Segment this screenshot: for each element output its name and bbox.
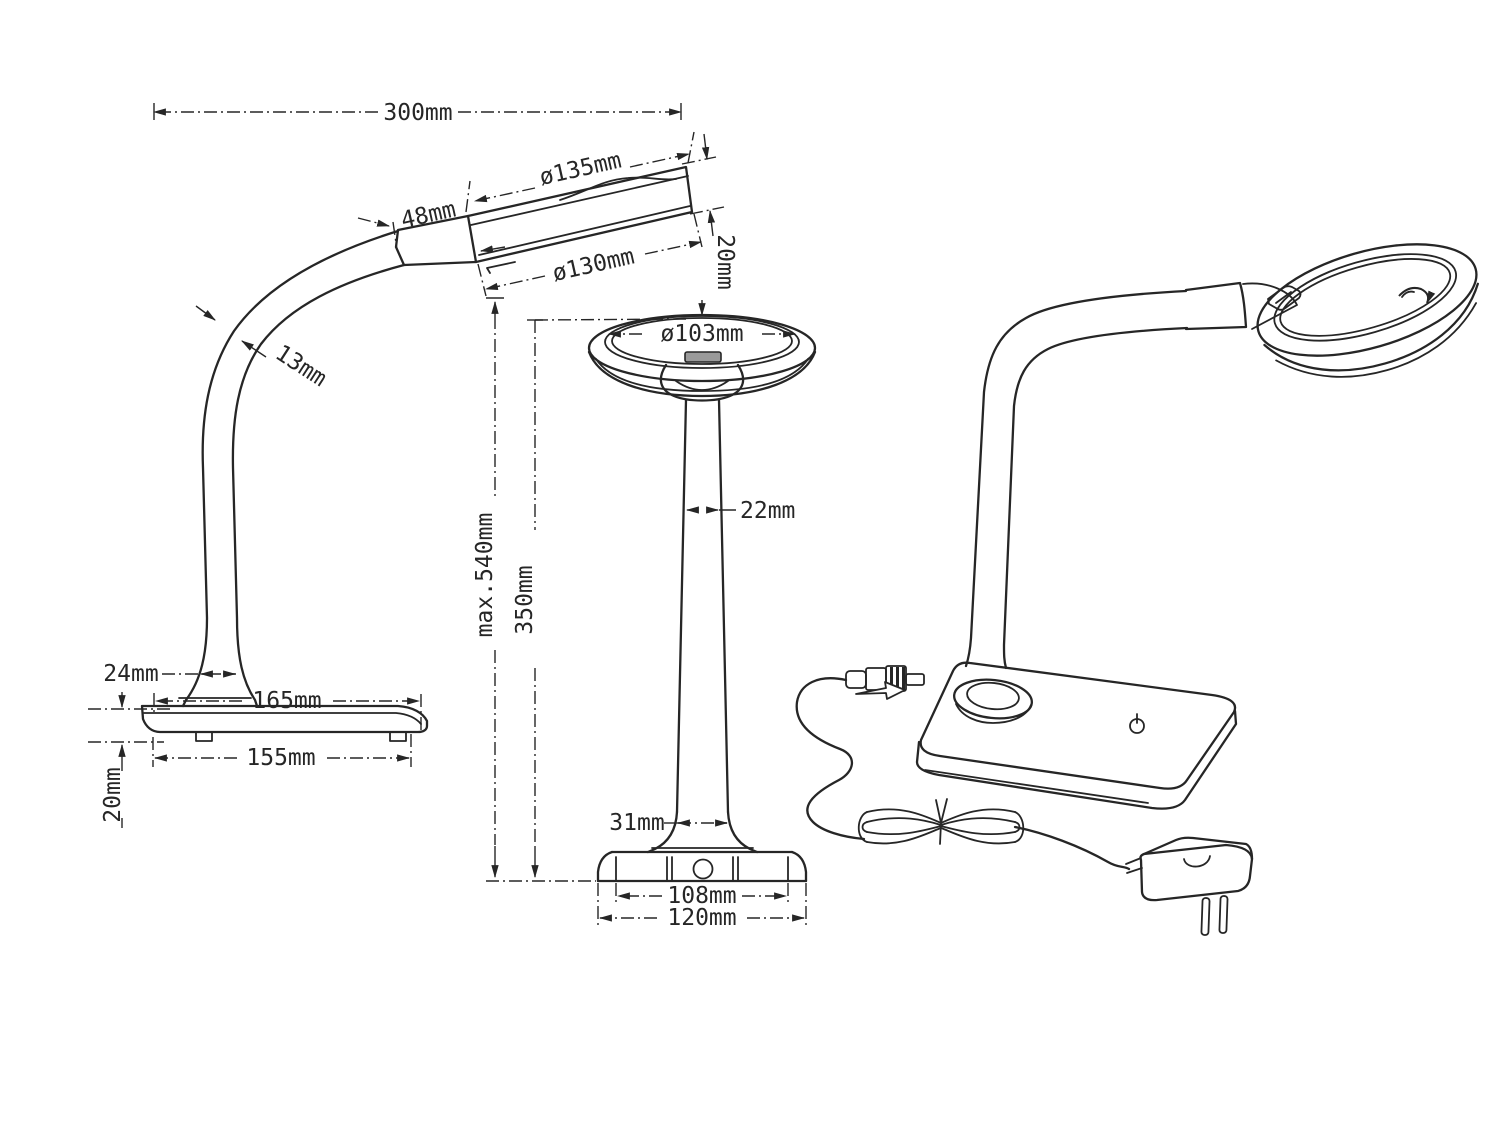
- touch-button-front: [692, 858, 714, 880]
- dim-base-inner-width-label: 108mm: [667, 883, 736, 909]
- dim-base-height-label: 20mm: [100, 767, 126, 822]
- gooseneck-side: [178, 229, 406, 708]
- dim-tube-diameter: 13mm: [195, 305, 332, 392]
- dim-stem-bottom-width-label: 31mm: [609, 810, 664, 836]
- dim-overall-length-label: 300mm: [383, 100, 452, 126]
- dim-max-height-label: max.540mm: [472, 513, 498, 638]
- lens-tab: [684, 351, 722, 363]
- dim-height-label: 350mm: [512, 565, 538, 634]
- dim-head-thickness: 20mm: [681, 133, 738, 290]
- perspective-view: [795, 243, 1479, 936]
- plug-pin: [1200, 897, 1211, 936]
- dim-base-bottom-length-label: 155mm: [246, 745, 315, 771]
- dim-lens-diameter: ø103mm: [607, 321, 797, 347]
- rotation-arrow-icon: [1398, 286, 1436, 304]
- dim-stem-width: 24mm: [103, 661, 237, 687]
- dim-base-top-length: 165mm: [153, 688, 422, 733]
- power-button-icon: [1129, 713, 1145, 734]
- dim-base-bottom-length: 155mm: [152, 734, 412, 771]
- dim-head-bottom-diameter: ø130mm: [477, 213, 703, 297]
- power-cable: [795, 677, 866, 841]
- lamp-head-perspective: [1256, 243, 1479, 378]
- stem-front: [646, 363, 759, 854]
- plug-pin: [1218, 895, 1229, 934]
- cable-coil: [857, 798, 1025, 845]
- dim-lens-diameter-label: ø103mm: [660, 321, 743, 347]
- base-front: [596, 850, 808, 883]
- dim-stem-bottom-width: 31mm: [609, 810, 729, 836]
- lens-clip: [1267, 285, 1302, 311]
- insert-direction-arrow-icon: [855, 681, 906, 700]
- dim-height: 350mm: [512, 300, 706, 879]
- base-perspective: [915, 661, 1238, 810]
- side-view: 300mm: [88, 100, 738, 828]
- gooseneck-perspective: [964, 289, 1189, 670]
- dim-neck-length: 48mm: [357, 196, 506, 253]
- power-adapter: [1125, 836, 1254, 936]
- adapter-strain-relief: [1125, 857, 1143, 874]
- dim-overall-length: 300mm: [152, 100, 683, 126]
- dim-base-inner-width: 108mm: [615, 883, 789, 909]
- lamp-head-side: [466, 165, 694, 274]
- base-side: [140, 704, 429, 742]
- dim-pole-width-label: 22mm: [740, 498, 795, 524]
- dim-base-top-length-label: 165mm: [252, 688, 321, 714]
- front-view: max.540mm 350mm ø103mm 22mm: [472, 297, 817, 931]
- dim-base-width: 120mm: [597, 883, 807, 931]
- dim-max-height: max.540mm: [472, 297, 504, 879]
- dim-tube-diameter-label: 13mm: [271, 340, 332, 392]
- dim-stem-width-label: 24mm: [103, 661, 158, 687]
- adapter-cable: [1013, 825, 1131, 871]
- dim-base-height: 20mm: [88, 692, 170, 828]
- adapter-notch: [1183, 855, 1211, 868]
- dim-head-bottom-diameter-label: ø130mm: [550, 243, 637, 287]
- dim-base-width-label: 120mm: [667, 905, 736, 931]
- cable-tie: [935, 798, 948, 845]
- dim-pole-width: 22mm: [685, 498, 795, 524]
- dim-head-thickness-label: 20mm: [712, 234, 738, 289]
- dim-neck-length-label: 48mm: [399, 196, 459, 233]
